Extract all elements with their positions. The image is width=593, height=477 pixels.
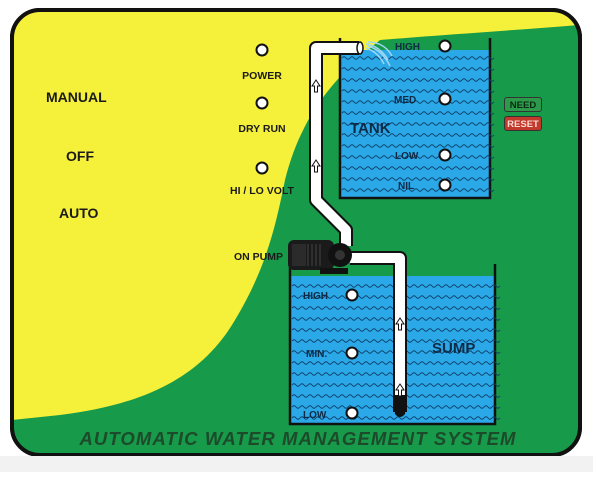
flow-arrows xyxy=(311,79,405,397)
tank-waves xyxy=(341,56,495,192)
water-wave-line xyxy=(341,133,495,137)
water-wave-line xyxy=(341,56,495,60)
sump-high-sensor xyxy=(345,288,359,302)
bottom-strip xyxy=(0,456,593,472)
water-wave-line xyxy=(341,67,495,71)
mode-manual-label[interactable]: MANUAL xyxy=(46,89,107,105)
sump-label: SUMP xyxy=(432,340,475,357)
tank-high-label: HIGH xyxy=(395,42,420,53)
water-splash xyxy=(365,41,393,67)
water-wave-line xyxy=(341,177,495,181)
water-wave-line xyxy=(341,89,495,93)
tank-med-label: MED xyxy=(394,95,416,106)
power-lamp xyxy=(255,43,269,57)
water-wave-line xyxy=(341,166,495,170)
need-button[interactable]: NEED xyxy=(504,97,542,112)
tank-nil-label: NIL xyxy=(398,181,414,192)
dry-run-label: DRY RUN xyxy=(238,123,285,135)
footer-title: AUTOMATIC WATER MANAGEMENT SYSTEM xyxy=(79,428,517,449)
water-wave-line xyxy=(341,188,495,192)
water-wave-line xyxy=(341,144,495,148)
tank-high-sensor xyxy=(438,39,452,53)
dry-run-lamp xyxy=(255,96,269,110)
yellow-zone xyxy=(12,10,580,420)
indicator-lamps xyxy=(255,39,452,420)
on-pump-label: ON PUMP xyxy=(234,251,283,263)
sump-low-sensor xyxy=(345,406,359,420)
water-wave-line xyxy=(341,122,495,126)
tank-low-label: LOW xyxy=(395,151,419,162)
tank-label: TANK xyxy=(350,120,391,137)
pump-motor xyxy=(288,240,352,274)
power-label: POWER xyxy=(242,70,282,82)
water-wave-line xyxy=(341,78,495,82)
mode-off-label[interactable]: OFF xyxy=(66,148,94,164)
sump-high-label: HIGH xyxy=(303,291,328,302)
hi-lo-volt-lamp xyxy=(255,161,269,175)
mode-auto-label[interactable]: AUTO xyxy=(59,205,99,221)
sump xyxy=(288,264,501,426)
pipe-system xyxy=(309,41,407,417)
tank-nil-sensor xyxy=(438,178,452,192)
tank xyxy=(338,38,495,200)
foot-valve xyxy=(393,395,407,417)
water-wave-line xyxy=(341,111,495,115)
sump-low-label: LOW xyxy=(303,410,327,421)
sump-min-sensor xyxy=(345,346,359,360)
reset-button[interactable]: RESET xyxy=(504,116,542,131)
tank-med-sensor xyxy=(438,92,452,106)
sump-min-label: MIN. xyxy=(306,349,327,360)
water-wave-line xyxy=(341,100,495,104)
hi-lo-volt-label: HI / LO VOLT xyxy=(230,185,295,197)
water-wave-line xyxy=(291,416,501,420)
tank-low-sensor xyxy=(438,148,452,162)
water-wave-line xyxy=(341,155,495,159)
